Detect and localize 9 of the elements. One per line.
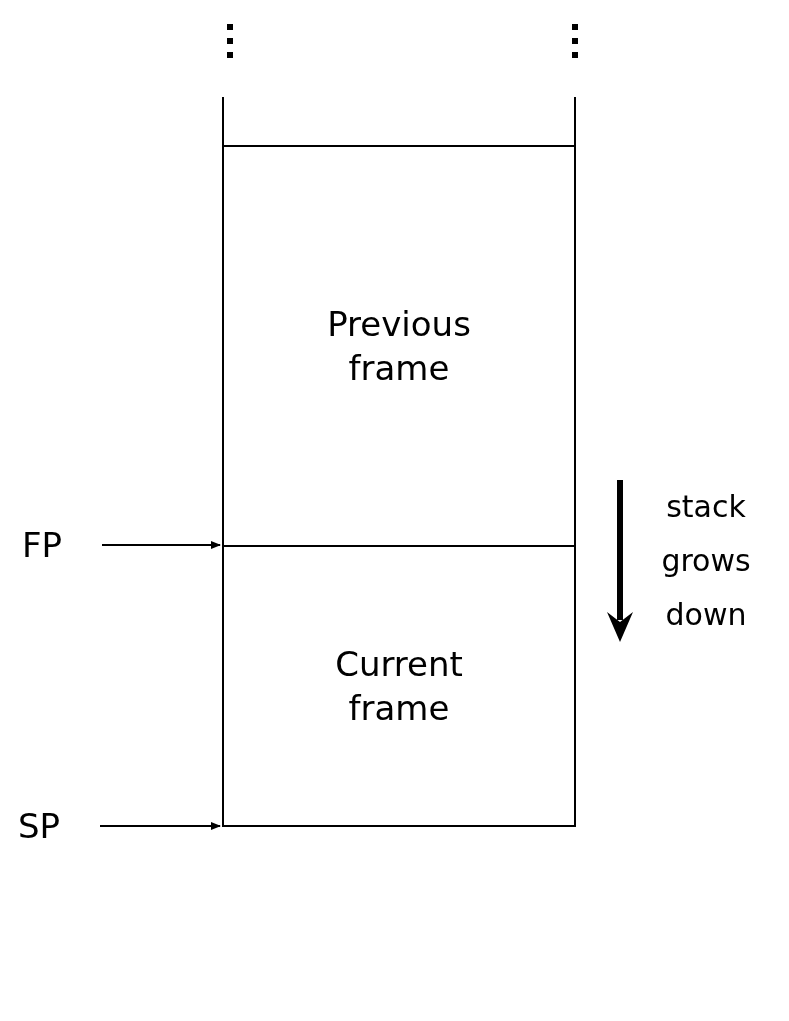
pointer-label: FP <box>22 525 63 565</box>
arrow <box>101 541 221 549</box>
frame-label: Current frame <box>334 643 464 730</box>
stack-frame-box <box>222 545 576 827</box>
frame-label: Previous frame <box>326 303 472 390</box>
arrow <box>99 822 221 830</box>
pointer-label: SP <box>18 806 61 846</box>
direction-note: stack grows down <box>660 488 752 634</box>
stack-frame-box <box>222 145 576 547</box>
